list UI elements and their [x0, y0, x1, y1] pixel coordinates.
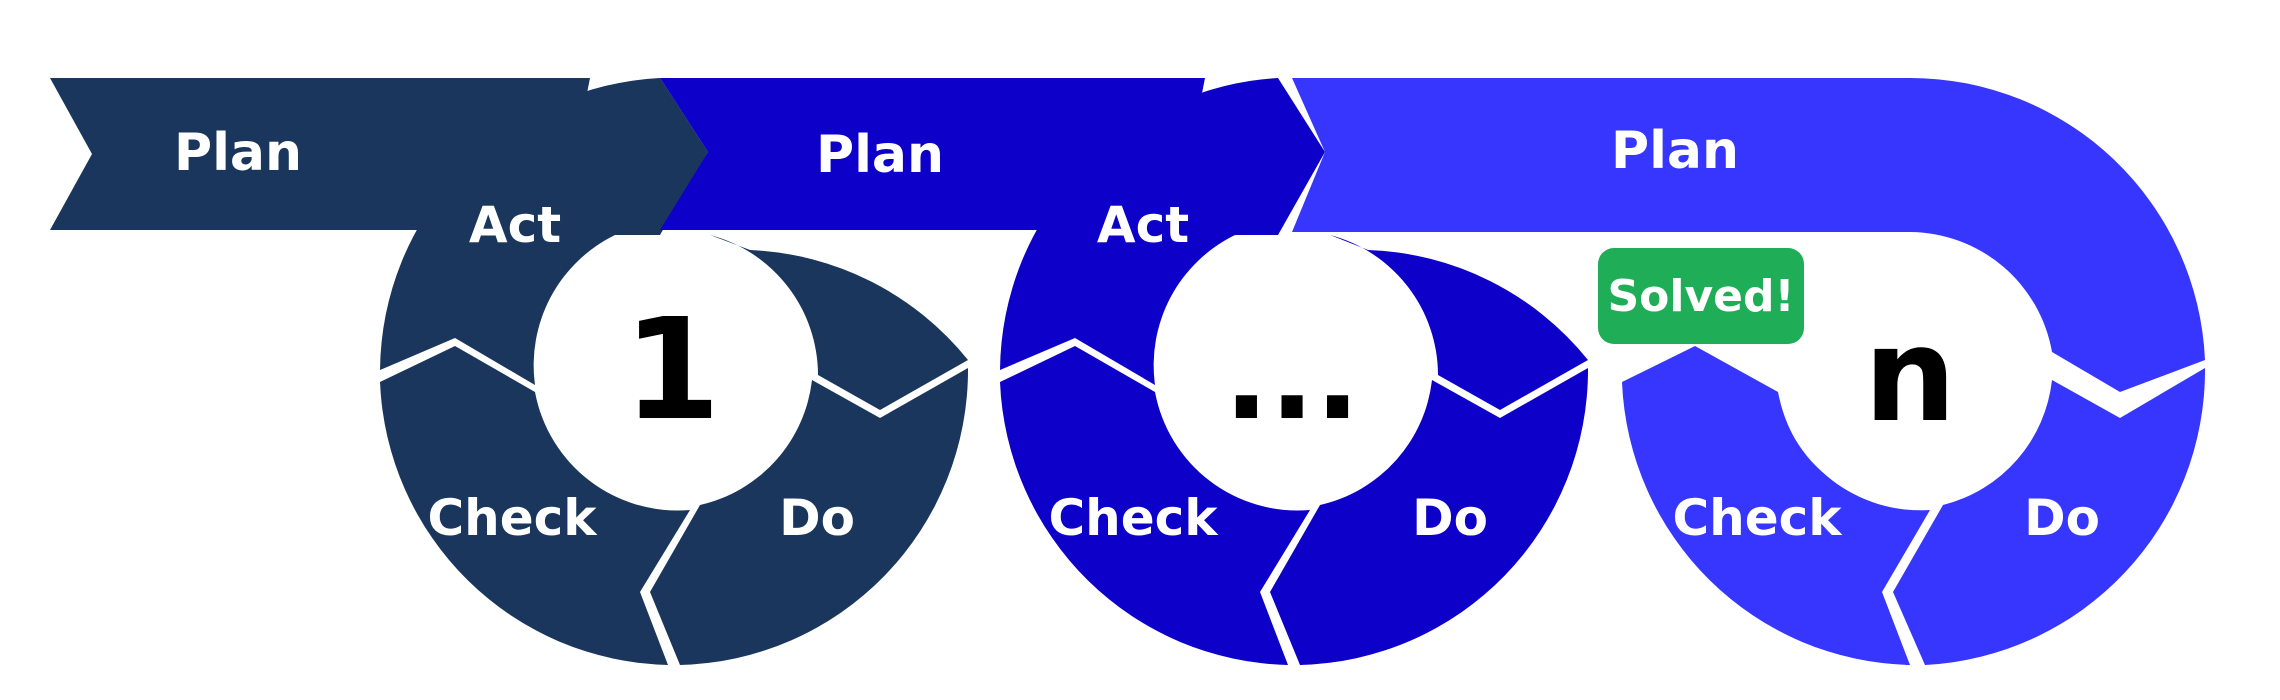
cycle-2-act-segment	[1000, 78, 1325, 385]
cycle-n-check-segment	[1622, 346, 1930, 665]
cycle-1-do-label: Do	[779, 489, 855, 547]
cycle-1-act-segment	[380, 78, 708, 385]
cycle-2: Plan Act Check Do ...	[660, 78, 1589, 665]
cycle-2-act-label: Act	[1097, 196, 1189, 254]
solved-badge-label: Solved!	[1607, 271, 1794, 322]
cycle-2-do-segment-lower	[1270, 368, 1589, 665]
cycle-n: Plan Check Do n	[1292, 77, 2206, 665]
cycle-n-center-label: n	[1864, 299, 1957, 451]
cycle-1-check-segment	[380, 346, 690, 665]
cycle-n-plan-label: Plan	[1611, 121, 1739, 181]
cycle-2-center-label: ...	[1224, 308, 1361, 447]
cycle-2-check-label: Check	[1048, 489, 1219, 547]
cycle-1-act-label: Act	[469, 196, 561, 254]
cycle-1-do-segment	[710, 235, 968, 410]
cycle-n-center-hole	[1777, 239, 2043, 505]
cycle-n-plan-banner	[1292, 77, 2205, 392]
solved-badge-background	[1598, 248, 1804, 344]
solved-badge: Solved!	[1598, 248, 1804, 344]
cycle-1: Plan Act Check Do 1	[50, 78, 969, 665]
cycle-1-do-segment-lower	[650, 368, 969, 665]
cycle-2-do-label: Do	[1412, 489, 1488, 547]
cycle-2-do-segment	[1330, 235, 1588, 410]
cycle-1-center-label: 1	[623, 289, 720, 452]
cycle-2-check-segment	[1000, 346, 1310, 665]
cycle-1-check-label: Check	[427, 489, 598, 547]
cycle-n-do-label: Do	[2024, 489, 2100, 547]
cycle-2-center-hole	[1159, 239, 1425, 505]
cycle-1-center-hole	[539, 239, 805, 505]
cycle-n-do-segment	[1893, 368, 2206, 665]
cycle-n-check-label: Check	[1672, 489, 1843, 547]
cycle-2-plan-label: Plan	[816, 125, 944, 185]
cycle-1-plan-label: Plan	[174, 123, 302, 183]
